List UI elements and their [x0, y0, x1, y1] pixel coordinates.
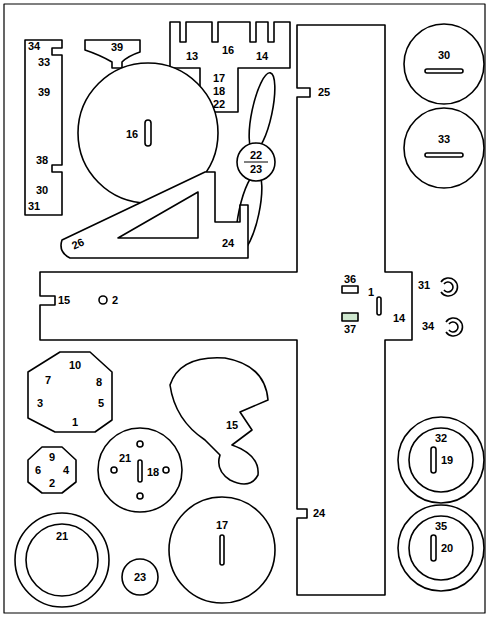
- callout-number: 9: [49, 452, 55, 463]
- callout-number: 7: [45, 375, 51, 386]
- callout-number: 30: [438, 50, 450, 61]
- callout-number: 24: [222, 238, 234, 249]
- callout-number: 19: [441, 455, 453, 466]
- callout-number: 33: [438, 134, 450, 145]
- callout-number: 22: [250, 150, 262, 161]
- callout-number: 16: [126, 129, 138, 140]
- callout-number: 14: [393, 313, 405, 324]
- callout-number: 15: [226, 420, 238, 431]
- callout-number: 2: [112, 295, 118, 306]
- callout-number: 23: [250, 164, 262, 175]
- callout-number: 22: [213, 99, 225, 110]
- callout-number: 21: [119, 453, 131, 464]
- callout-number: 17: [216, 520, 228, 531]
- callout-number: 6: [35, 465, 41, 476]
- callout-number: 14: [256, 51, 268, 62]
- callout-number: 21: [56, 531, 68, 542]
- callout-number: 15: [58, 295, 70, 306]
- callout-number: 20: [441, 543, 453, 554]
- callout-number: 16: [222, 45, 234, 56]
- callout-number: 34: [422, 321, 434, 332]
- callout-number: 1: [72, 417, 78, 428]
- callout-number: 24: [313, 508, 325, 519]
- callout-number: 3: [37, 398, 43, 409]
- callout-number: 36: [344, 274, 356, 285]
- callout-number: 23: [134, 572, 146, 583]
- callout-number: 5: [98, 398, 104, 409]
- callout-number: 39: [38, 87, 50, 98]
- callout-number: 1: [368, 287, 374, 298]
- callout-number: 34: [28, 41, 40, 52]
- callout-number: 25: [318, 87, 330, 98]
- callout-number: 35: [435, 521, 447, 532]
- callout-number: 37: [344, 324, 356, 335]
- callout-number: 33: [38, 57, 50, 68]
- callout-number: 39: [111, 42, 123, 53]
- callout-number: 30: [36, 185, 48, 196]
- callout-number: 10: [69, 360, 81, 371]
- callout-number: 2: [49, 478, 55, 489]
- callout-number: 31: [28, 201, 40, 212]
- callout-number: 8: [96, 377, 102, 388]
- callout-number: 18: [147, 467, 159, 478]
- callout-number: 32: [435, 433, 447, 444]
- callout-number: 4: [63, 465, 69, 476]
- callout-number: 31: [418, 280, 430, 291]
- callout-number: 17: [213, 73, 225, 84]
- callout-number: 13: [186, 51, 198, 62]
- callout-number: 18: [213, 86, 225, 97]
- callout-number: 38: [36, 155, 48, 166]
